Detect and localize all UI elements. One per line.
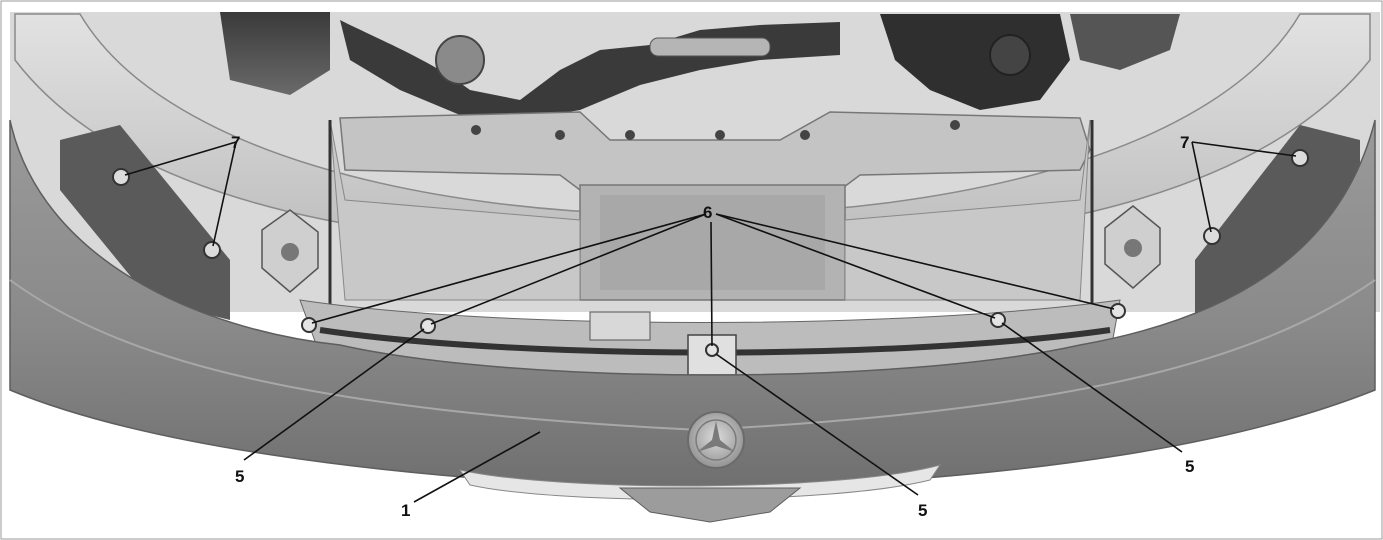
callout-5-right: 5	[1185, 457, 1194, 476]
leader-7-right-b	[1191, 141, 1212, 233]
leader-1	[413, 431, 541, 503]
engine-bay	[10, 12, 1380, 320]
callout-6: 6	[703, 203, 712, 222]
callout-labels: 7 7 6 5 5 5 1	[231, 133, 1194, 520]
lower-grille	[299, 299, 1126, 378]
leader-5-center	[715, 353, 919, 496]
callout-1: 1	[401, 501, 410, 520]
leader-6-d	[715, 213, 996, 319]
leader-7-left-b	[212, 141, 237, 247]
leader-lines	[124, 141, 1297, 503]
leader-7-right-a	[1191, 141, 1297, 157]
leader-6-b	[430, 213, 707, 325]
leader-6-a	[311, 213, 707, 324]
callout-7-right: 7	[1180, 133, 1189, 152]
callout-7-left: 7	[231, 133, 240, 152]
leader-5-right	[1001, 322, 1183, 453]
callout-5-left: 5	[235, 467, 244, 486]
leader-5-left	[243, 328, 425, 461]
leader-6-c	[710, 221, 713, 347]
bumper-cover	[9, 119, 1376, 523]
callout-5-center: 5	[918, 501, 927, 520]
leader-7-left-a	[124, 141, 237, 176]
leader-6-e	[715, 213, 1115, 310]
